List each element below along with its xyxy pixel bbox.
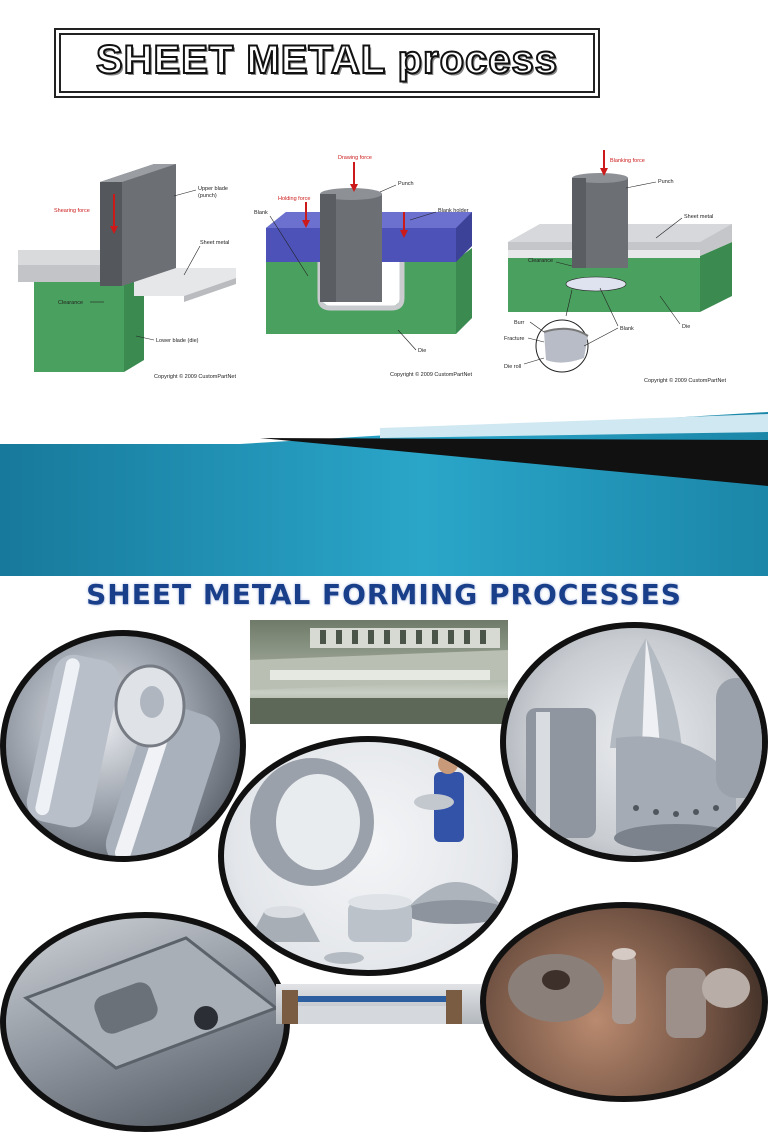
slide-title: SHEET METAL process [95, 37, 559, 83]
blanking-die-label: Die [682, 324, 690, 330]
tooling-photo [250, 620, 508, 724]
nose-cones-photo [500, 622, 768, 862]
blank-holder-label: Blank holder [438, 208, 469, 214]
forming-heading: SHEET METAL FORMING PROCESSES [86, 578, 682, 611]
shearing-diagram: Shearing force Upper blade (punch) Sheet… [18, 164, 236, 380]
punch-label: Punch [398, 181, 414, 187]
slide-divider-band [0, 410, 768, 576]
sheet-metal-label: Sheet metal [200, 240, 229, 246]
shearing-copyright: Copyright © 2009 CustomPartNet [154, 373, 236, 380]
machined-parts-photo [480, 902, 768, 1102]
blank-label: Blank [254, 210, 268, 216]
car-panel-photo [0, 912, 290, 1132]
clearance-label: Clearance [58, 300, 83, 306]
blanking-punch-label: Punch [658, 179, 674, 185]
upper-blade-label: Upper blade [198, 186, 228, 192]
press-photo [276, 984, 486, 1024]
upper-blade-sub-label: (punch) [198, 193, 217, 199]
burr-label: Burr [514, 320, 525, 326]
blanking-sheet-metal-label: Sheet metal [684, 214, 713, 220]
slide-title-box: SHEET METAL process [54, 28, 600, 98]
blanking-clearance-label: Clearance [528, 258, 553, 264]
drawing-diagram: Drawing force Holding force Punch Blank … [254, 155, 472, 378]
blanking-diagram: Blanking force Punch Sheet metal Clearan… [504, 150, 732, 384]
blanking-blank-label: Blank [620, 326, 634, 332]
drawing-force-label: Drawing force [338, 155, 372, 161]
die-roll-label: Die roll [504, 364, 521, 370]
blanking-force-label: Blanking force [610, 158, 645, 164]
holding-force-label: Holding force [278, 196, 310, 202]
drawing-copyright: Copyright © 2009 CustomPartNet [390, 371, 472, 378]
band-black-stripe [260, 438, 768, 486]
shearing-force-label: Shearing force [54, 208, 90, 214]
lower-blade-label: Lower blade (die) [156, 338, 199, 344]
cans-photo [0, 630, 246, 862]
die-label: Die [418, 348, 426, 354]
fracture-label: Fracture [504, 336, 524, 342]
blanking-copyright: Copyright © 2009 CustomPartNet [644, 377, 726, 384]
spun-parts-photo [218, 736, 518, 976]
